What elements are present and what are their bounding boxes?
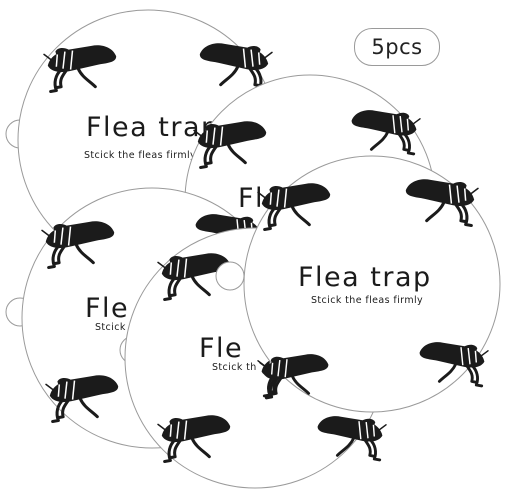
quantity-badge: 5pcs: [354, 28, 440, 66]
disc-subtitle: Stcick the fleas firmly: [311, 295, 424, 306]
disc-front-right: [215, 155, 501, 413]
disc-subtitle: Stcick the fleas firmly: [84, 150, 197, 161]
peel-tab: [215, 261, 245, 291]
disc-title: Flea trap: [86, 112, 220, 143]
disc-title: Flea trap: [298, 262, 432, 293]
disc-title: Fle: [199, 333, 244, 364]
disc-title: Fle: [85, 293, 130, 324]
disc-subtitle: Stcick th: [95, 322, 140, 333]
disc-subtitle: Stcick th: [212, 362, 257, 373]
